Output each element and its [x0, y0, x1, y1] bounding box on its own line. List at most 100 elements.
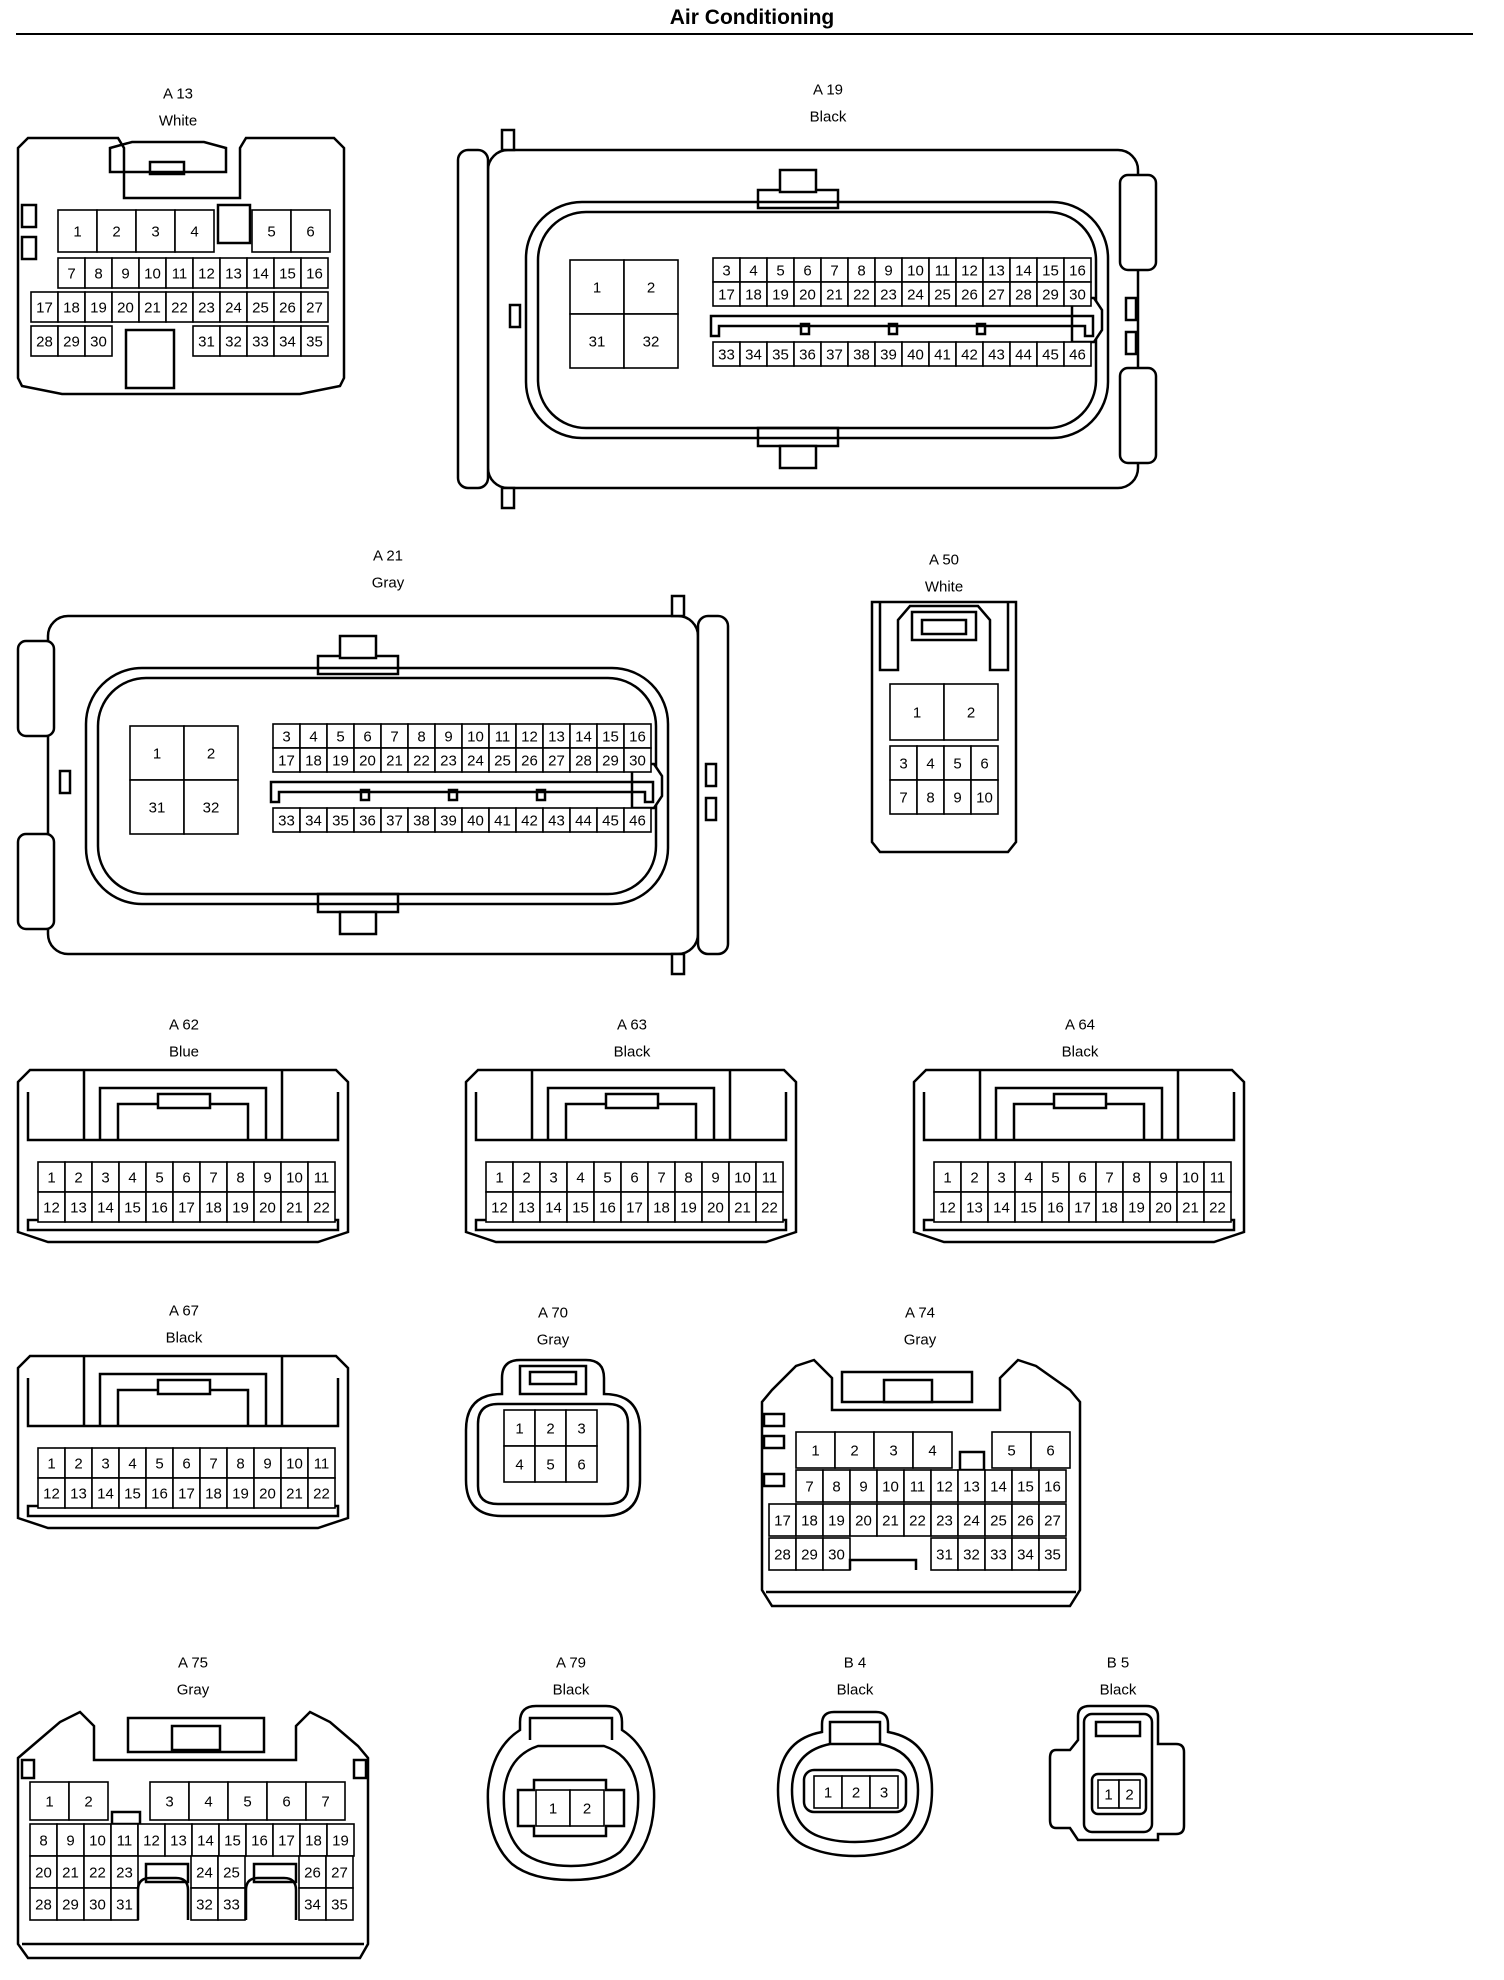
pin-label: 5	[953, 756, 961, 773]
pin-cell	[353, 747, 382, 773]
latch-frame	[546, 1086, 716, 1140]
pin-label: 15	[1020, 1200, 1037, 1217]
pin-cell	[434, 723, 463, 749]
pin-cell	[970, 745, 999, 781]
pin-label: 6	[182, 1170, 190, 1187]
pin-cell	[290, 209, 331, 253]
notch	[704, 796, 718, 822]
pin-label: 35	[1044, 1547, 1061, 1564]
connector-id-label: A 67	[169, 1303, 199, 1320]
pin-label: 3	[899, 756, 907, 773]
pin-cell	[118, 1477, 147, 1509]
pin-label: 12	[961, 263, 978, 280]
pin-label: 21	[734, 1200, 751, 1217]
pin-cell	[822, 1469, 851, 1503]
pin-cell	[199, 1477, 228, 1509]
pin-label: 36	[359, 813, 376, 830]
pin-cell	[623, 313, 679, 369]
pin-label: 31	[198, 334, 215, 351]
latch-slot	[604, 1092, 660, 1110]
pin-label: 18	[205, 1200, 222, 1217]
pin-label: 24	[196, 1865, 213, 1882]
pin-label: 13	[225, 266, 242, 283]
pin-cell	[57, 291, 86, 323]
pin-label: 21	[826, 287, 843, 304]
pin-cell	[569, 313, 625, 369]
pin-cell	[766, 257, 795, 283]
pin-label: 30	[629, 753, 646, 770]
pin-cell	[273, 257, 302, 289]
pin-label: 28	[575, 753, 592, 770]
pin-label: 24	[963, 1513, 980, 1530]
pin-cell	[943, 683, 999, 741]
pin-label: 4	[204, 1794, 212, 1811]
latch	[910, 610, 978, 642]
pin-cell	[569, 723, 598, 749]
pin-label: 21	[144, 300, 161, 317]
pin-label: 8	[832, 1479, 840, 1496]
pin-label: 10	[144, 266, 161, 283]
pin-label: 16	[1069, 263, 1086, 280]
pin-label: 25	[223, 1865, 240, 1882]
pin-cell	[183, 779, 239, 835]
pin-label: 4	[576, 1170, 584, 1187]
pin-cell	[380, 747, 409, 773]
pin-label: 32	[196, 1897, 213, 1914]
pin-label: 24	[225, 300, 242, 317]
pin-label: 9	[859, 1479, 867, 1496]
pin-label: 1	[47, 1456, 55, 1473]
pin-cell	[326, 747, 355, 773]
pin-cell	[930, 1537, 959, 1571]
pin-cell	[145, 1161, 174, 1193]
pin-cell	[188, 1781, 229, 1821]
pin-label: 30	[1069, 287, 1086, 304]
pin-label: 2	[852, 1785, 860, 1802]
pin-cell	[56, 1887, 85, 1921]
pin-label: 11	[117, 1833, 133, 1850]
pin-label: 45	[1042, 347, 1059, 364]
pin-label: 3	[889, 1443, 897, 1460]
pin-label: 33	[252, 334, 269, 351]
pin-label: 46	[629, 813, 646, 830]
pin-cell	[1036, 341, 1065, 367]
pin-cell	[110, 1887, 139, 1921]
pin-cell	[755, 1161, 784, 1193]
pin-label: 8	[926, 790, 934, 807]
pin-label: 7	[1105, 1170, 1113, 1187]
pin-cell	[1036, 257, 1065, 283]
pin-label: 2	[970, 1170, 978, 1187]
pin-cell	[407, 747, 436, 773]
pin-label: 12	[143, 1833, 160, 1850]
pin-label: 30	[90, 334, 107, 351]
pin-label: 4	[926, 756, 934, 773]
upper-rail	[922, 1092, 1236, 1142]
pin-label: 8	[857, 263, 865, 280]
pin-label: 22	[1209, 1200, 1226, 1217]
pin-label: 38	[413, 813, 430, 830]
pin-label: 14	[575, 729, 592, 746]
pin-cell	[226, 1447, 255, 1479]
pin-label: 20	[855, 1513, 872, 1530]
pin-cell	[566, 1191, 595, 1223]
post	[670, 952, 686, 976]
pin-label: 8	[236, 1170, 244, 1187]
connector-color-label: Black	[810, 109, 847, 126]
pin-cell	[766, 281, 795, 307]
pin-label: 34	[304, 1897, 321, 1914]
pin-label: 3	[151, 224, 159, 241]
pin-cell	[64, 1447, 93, 1479]
latch-slot	[1052, 1092, 1108, 1110]
pin-label: 8	[417, 729, 425, 746]
pin-cell	[273, 325, 302, 357]
latch	[528, 1716, 614, 1740]
key-slot	[252, 1862, 298, 1884]
pin-label: 23	[936, 1513, 953, 1530]
pin-label: 19	[90, 300, 107, 317]
pin-cell	[820, 257, 849, 283]
pin-cell	[253, 1447, 282, 1479]
pin-cell	[138, 257, 167, 289]
pin-label: 13	[988, 263, 1005, 280]
pin-label: 22	[313, 1200, 330, 1217]
